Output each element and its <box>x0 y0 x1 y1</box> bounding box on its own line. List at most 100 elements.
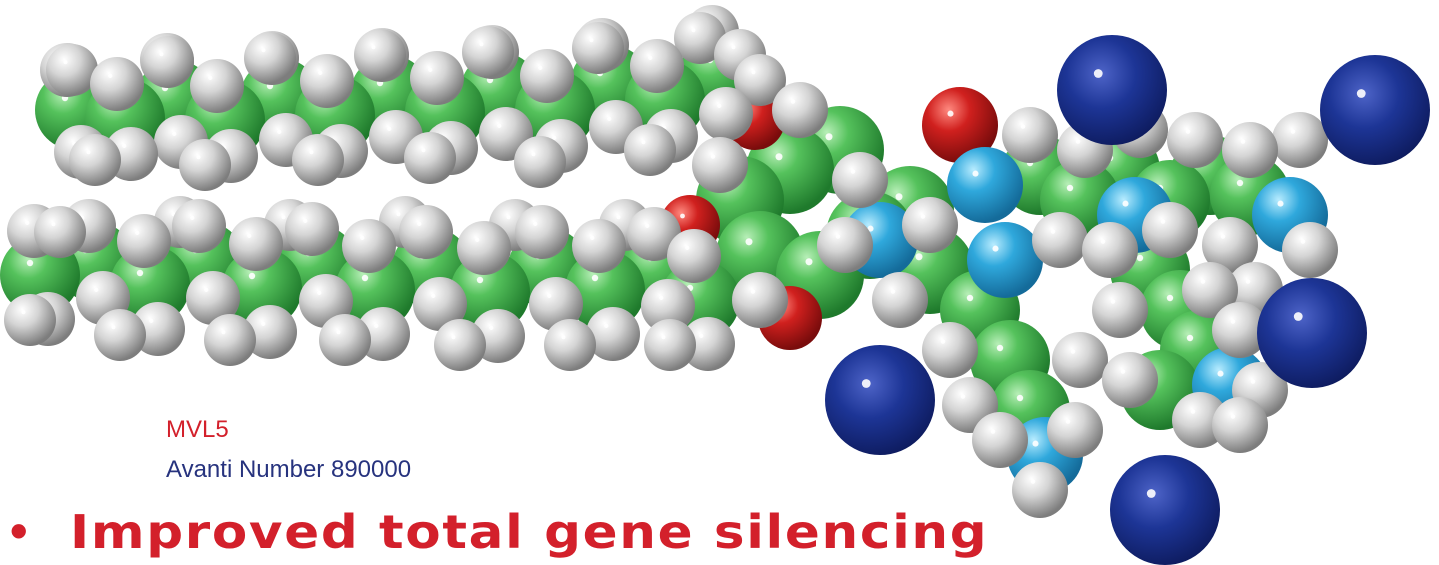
atom-highlight <box>1290 129 1296 134</box>
hydrogen-atom <box>117 214 171 268</box>
atom-highlight <box>645 223 650 229</box>
hydrogen-atom <box>1012 462 1068 518</box>
hydrogen-atom <box>46 44 98 96</box>
atom-highlight <box>247 233 252 239</box>
atom-highlight <box>1217 370 1224 377</box>
hydrogen-atom <box>292 134 344 186</box>
atom-highlight <box>1185 129 1191 134</box>
atom-highlight <box>1120 369 1126 374</box>
atom-highlight <box>281 215 286 220</box>
atom-highlight <box>371 45 376 50</box>
hydrogen-atom <box>832 152 888 208</box>
atom-highlight <box>751 70 756 75</box>
atom-highlight <box>966 294 974 302</box>
atom-highlight <box>21 310 26 315</box>
atom-highlight <box>451 335 456 340</box>
atom-highlight <box>1020 124 1026 129</box>
atom-highlight <box>1066 184 1074 192</box>
atom-highlight <box>661 335 666 340</box>
atom-highlight <box>63 60 68 65</box>
hydrogen-atom <box>586 307 640 361</box>
atom-highlight <box>204 287 209 293</box>
hydrogen-atom <box>457 221 511 275</box>
molecule-name-label: MVL5 <box>166 416 229 443</box>
atom-highlight <box>1190 409 1196 414</box>
hydrogen-atom <box>4 294 56 346</box>
atom-highlight <box>1220 234 1226 239</box>
atom-highlight <box>1166 294 1174 302</box>
atom-highlight <box>396 212 401 217</box>
hydrogen-atom <box>229 217 283 271</box>
atom-highlight <box>25 220 30 226</box>
hydrogen-atom <box>1167 112 1223 168</box>
atom-highlight <box>685 245 690 251</box>
atom-highlight <box>221 330 226 335</box>
hydrogen-atom <box>544 319 596 371</box>
hydrogen-atom <box>1212 302 1268 358</box>
bullet-dot-icon: • <box>10 503 28 559</box>
atom-highlight <box>890 289 896 294</box>
hydrogen-atom <box>434 319 486 371</box>
nitrogen-atom <box>947 147 1023 223</box>
atom-highlight <box>850 169 856 174</box>
hydrogen-atom <box>1202 217 1258 273</box>
hydrogen-atom <box>190 59 244 113</box>
atom-highlight <box>111 325 116 330</box>
atom-highlight <box>591 274 599 282</box>
atom-highlight <box>428 67 433 73</box>
atom-highlight <box>1110 299 1116 304</box>
hydrogen-atom <box>817 217 873 273</box>
atom-highlight <box>648 55 653 61</box>
atom-highlight <box>387 126 392 132</box>
atom-highlight <box>136 269 144 277</box>
atom-highlight <box>1240 139 1246 144</box>
hydrogen-atom <box>69 134 121 186</box>
atom-highlight <box>680 213 685 219</box>
hydrogen-atom <box>1047 402 1103 458</box>
hydrogen-atom <box>667 229 721 283</box>
atom-highlight <box>691 28 696 33</box>
hydrogen-atom <box>1092 282 1148 338</box>
atom-highlight <box>51 222 56 227</box>
atom-highlight <box>277 129 282 135</box>
hydrogen-atom <box>641 279 695 333</box>
atom-highlight <box>261 321 266 327</box>
hydrogen-atom <box>399 205 453 259</box>
hydrogen-atom <box>1142 202 1198 258</box>
avanti-number-label: Avanti Number 890000 <box>166 456 412 483</box>
atom-highlight <box>303 218 308 224</box>
counterion-sphere <box>1320 55 1430 165</box>
atom-highlight <box>731 45 736 50</box>
atom-highlight <box>1277 200 1284 207</box>
atom-highlight <box>421 148 426 153</box>
hydrogen-atom <box>922 322 978 378</box>
atom-highlight <box>248 272 256 280</box>
atom-highlight <box>1186 334 1194 342</box>
atom-highlight <box>1293 312 1303 321</box>
hydrogen-atom <box>772 82 828 138</box>
hydrogen-atom <box>34 206 86 258</box>
hydrogen-atom <box>572 22 624 74</box>
atom-highlight <box>417 221 422 227</box>
hydrogen-atom <box>319 314 371 366</box>
hydrogen-atom <box>354 29 406 81</box>
atom-highlight <box>717 103 722 109</box>
bullet-text: Improved total gene silencing <box>70 505 989 559</box>
atom-highlight <box>196 155 201 160</box>
atom-highlight <box>1093 69 1103 78</box>
hydrogen-atom <box>514 136 566 188</box>
atom-highlight <box>996 344 1004 352</box>
hydrogen-atom <box>1052 332 1108 388</box>
atom-highlight <box>108 73 113 79</box>
hydrogen-atom <box>186 271 240 325</box>
hydrogen-atom <box>172 199 226 253</box>
hydrogen-atom <box>142 36 194 88</box>
atom-highlight <box>94 287 99 293</box>
atom-highlight <box>1230 319 1236 324</box>
oxygen-atom <box>922 87 998 163</box>
atom-highlight <box>825 133 833 141</box>
hydrogen-atom <box>1102 352 1158 408</box>
hydrogen-atom <box>1032 212 1088 268</box>
hydrogen-atom <box>94 309 146 361</box>
hydrogen-atom <box>699 87 753 141</box>
